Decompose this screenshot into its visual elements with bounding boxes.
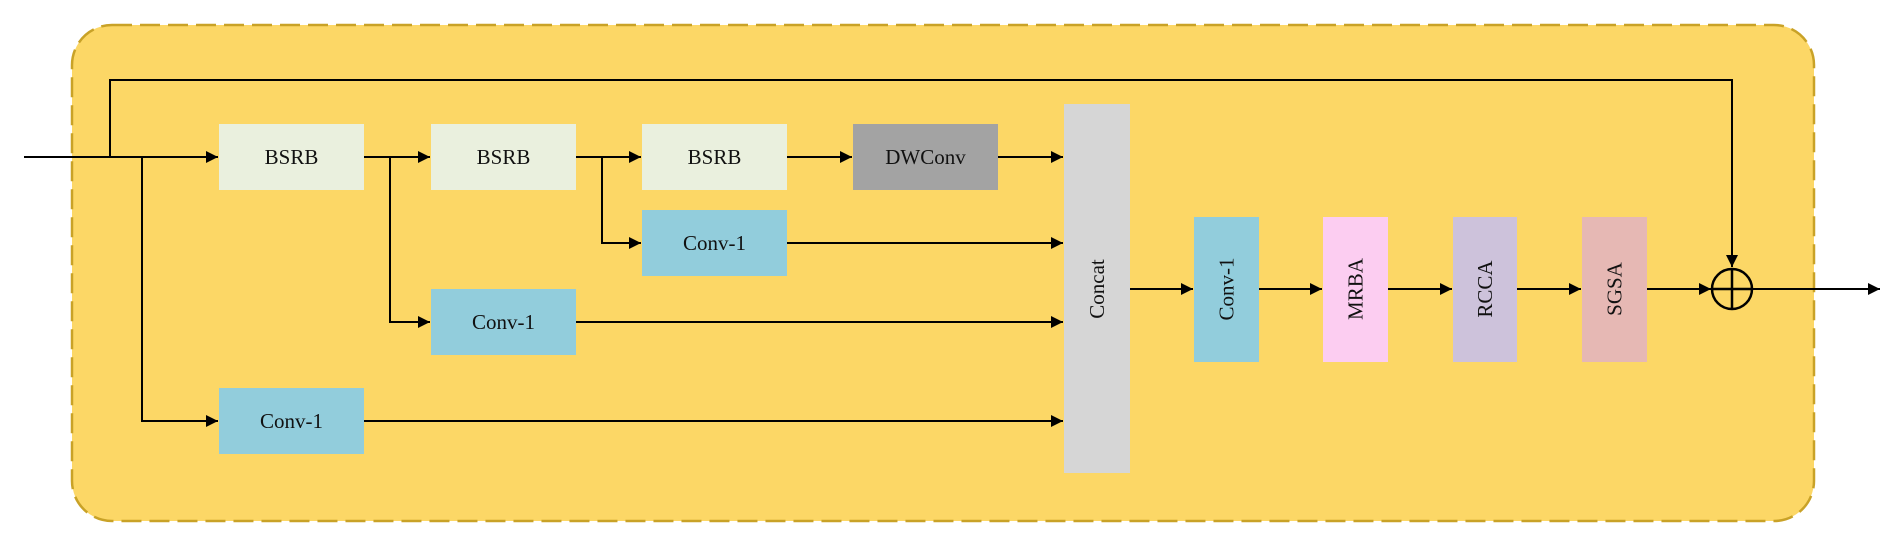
- residual-skip-connection: [109, 79, 1738, 267]
- conv1-fuse-label: Conv-1: [1215, 258, 1239, 321]
- bsrb-2-label: BSRB: [477, 145, 531, 169]
- bsrb-3-label: BSRB: [688, 145, 742, 169]
- block-conv1-fuse: Conv-1: [1194, 217, 1259, 362]
- arrow-bsrb-2-to-conv1-branch-3: [601, 157, 641, 249]
- arrow-bsrb-1-to-conv1-branch-2: [389, 157, 430, 328]
- conv1-branch-3-label: Conv-1: [683, 231, 746, 255]
- block-conv1-branch-1: Conv-1: [219, 388, 364, 454]
- dwconv-label: DWConv: [885, 145, 966, 169]
- connection-lines: [24, 79, 1880, 427]
- block-rcca: RCCA: [1453, 217, 1517, 362]
- conv1-branch-1-label: Conv-1: [260, 409, 323, 433]
- rcca-label: RCCA: [1473, 260, 1497, 318]
- block-sgsa: SGSA: [1582, 217, 1647, 362]
- sgsa-label: SGSA: [1603, 261, 1627, 316]
- bsrb-1-label: BSRB: [265, 145, 319, 169]
- mrba-label: MRBA: [1344, 257, 1368, 320]
- block-bsrb-3: BSRB: [642, 124, 787, 190]
- conv1-branch-2-label: Conv-1: [472, 310, 535, 334]
- block-conv1-branch-2: Conv-1: [431, 289, 576, 355]
- block-concat: Concat: [1064, 104, 1130, 473]
- concat-label: Concat: [1085, 259, 1109, 319]
- block-mrba: MRBA: [1323, 217, 1388, 362]
- block-conv1-branch-3: Conv-1: [642, 210, 787, 276]
- block-dwconv: DWConv: [853, 124, 998, 190]
- circled-plus-icon: [1710, 267, 1754, 311]
- arrow-input-to-conv1-branch-1: [141, 157, 218, 427]
- block-bsrb-1: BSRB: [219, 124, 364, 190]
- block-bsrb-2: BSRB: [431, 124, 576, 190]
